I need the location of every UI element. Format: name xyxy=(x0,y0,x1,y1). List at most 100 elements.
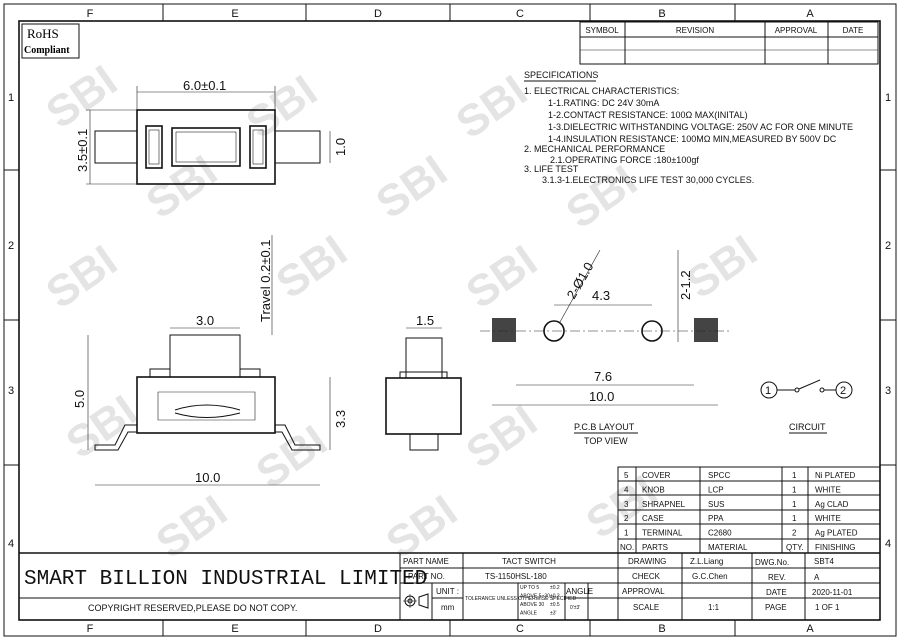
revision-header-symbol: SYMBOL xyxy=(585,26,619,35)
bom-qty: 1 xyxy=(792,471,797,480)
row-marker: 3 xyxy=(8,385,14,397)
watermark: SBI xyxy=(138,146,226,228)
column-marker: D xyxy=(374,8,382,20)
tolerance-value: ±0.3 xyxy=(550,594,560,600)
watermark: SBI xyxy=(448,66,536,148)
front-view-drawing: 3.0 Travel 0.2±0.1 5.0 3.3 10.0 xyxy=(72,235,348,486)
row-marker: 2 xyxy=(885,240,891,252)
dim-pad-width: 2-1.2 xyxy=(678,270,693,300)
spec-line: 1-2.CONTACT RESISTANCE: 100Ω MAX(INITAL) xyxy=(548,110,748,120)
pin-1-label: 1 xyxy=(765,385,771,397)
revision-table: SYMBOL REVISION APPROVAL DATE xyxy=(579,21,879,65)
watermark: SBI xyxy=(148,486,236,568)
bom-header-finishing: FINISHING xyxy=(815,543,855,552)
bom-finishing: WHITE xyxy=(815,485,841,494)
dim-body-height: 3.3 xyxy=(333,410,348,428)
column-markers-top: F E D C B A xyxy=(87,8,815,20)
part-no-label: PART NO. xyxy=(408,572,445,581)
page-value: 1 OF 1 xyxy=(815,603,840,612)
watermark: SBI xyxy=(458,396,546,478)
bom-part: SHRAPNEL xyxy=(642,500,686,509)
tolerance-value: ±0.2 xyxy=(550,585,560,591)
bom-material: SUS xyxy=(708,500,724,509)
tolerance-value: ±3' xyxy=(550,611,557,617)
specifications: SPECIFICATIONS 1. ELECTRICAL CHARACTERIS… xyxy=(524,70,853,185)
spec-line: 1-4.INSULATION RESISTANCE: 100MΩ MIN,MEA… xyxy=(548,134,837,144)
scale-value: 1:1 xyxy=(708,603,720,612)
column-marker: B xyxy=(658,8,665,20)
bom-no: 3 xyxy=(624,500,629,509)
dim-travel: Travel 0.2±0.1 xyxy=(258,239,273,322)
row-marker: 3 xyxy=(885,385,891,397)
bom-part: COVER xyxy=(642,471,671,480)
bom-material: SPCC xyxy=(708,471,730,480)
dim-total-height: 5.0 xyxy=(72,390,87,408)
side-view-drawing: 1.5 xyxy=(385,313,462,451)
dim-pad-outer: 10.0 xyxy=(589,389,614,404)
part-name-value: TACT SWITCH xyxy=(502,557,556,566)
row-marker: 1 xyxy=(885,92,891,104)
column-marker: C xyxy=(516,623,524,635)
circuit-label: CIRCUIT xyxy=(789,422,826,432)
tolerance-range: ANGLE xyxy=(520,611,538,617)
dim-side-knob: 1.5 xyxy=(416,313,434,328)
drawing-label: DRAWING xyxy=(628,557,666,566)
sheet-border: F E D C B A F E D C B A 1 2 3 4 1 2 3 4 xyxy=(3,3,897,637)
column-markers-bottom: F E D C B A xyxy=(87,623,815,635)
rohs-title: RoHS xyxy=(27,26,59,41)
revision-header-revision: REVISION xyxy=(676,26,714,35)
bom-material: LCP xyxy=(708,485,724,494)
rohs-badge: RoHS Compliant xyxy=(21,23,80,59)
column-marker: C xyxy=(516,8,524,20)
bom-qty: 1 xyxy=(792,514,797,523)
bom-no: 1 xyxy=(624,529,629,538)
tolerance-label: TOLERANCE UNLESS OTHERWISE SPECIFIED xyxy=(465,596,577,602)
revision-header-approval: APPROVAL xyxy=(775,26,818,35)
column-marker: D xyxy=(374,623,382,635)
dwg-no-label: DWG.No. xyxy=(755,558,789,567)
bom-finishing: Ag CLAD xyxy=(815,500,849,509)
watermark: SBI xyxy=(58,386,146,468)
part-no-value: TS-1150HSL-180 xyxy=(485,572,547,581)
bom-finishing: Ni PLATED xyxy=(815,471,856,480)
copyright-notice: COPYRIGHT RESERVED,PLEASE DO NOT COPY. xyxy=(88,603,297,613)
bom-qty: 1 xyxy=(792,500,797,509)
bom-qty: 1 xyxy=(792,485,797,494)
spec-line: 1. ELECTRICAL CHARACTERISTICS: xyxy=(524,86,679,96)
watermark: SBI xyxy=(248,416,336,498)
spec-line: 1-3.DIELECTRIC WITHSTANDING VOLTAGE: 250… xyxy=(548,122,853,132)
approval-label: APPROVAL xyxy=(622,587,665,596)
spec-line: 2.1.OPERATING FORCE :180±100gf xyxy=(550,155,699,165)
page-label: PAGE xyxy=(765,603,787,612)
bom-header-material: MATERIAL xyxy=(708,543,748,552)
bom-no: 4 xyxy=(624,485,629,494)
column-marker: A xyxy=(806,8,814,20)
check-value: G.C.Chen xyxy=(692,572,728,581)
dim-hole-pitch: 4.3 xyxy=(592,288,610,303)
row-marker: 4 xyxy=(885,538,891,550)
bom-part: TERMINAL xyxy=(642,529,683,538)
part-name-label: PART NAME xyxy=(403,557,449,566)
title-block: SMART BILLION INDUSTRIAL LIMITED COPYRIG… xyxy=(19,552,880,620)
tolerance-range: ABOVE 5~30 xyxy=(520,594,550,600)
bom-qty: 2 xyxy=(792,529,797,538)
angle-label: ANGLE xyxy=(566,587,593,596)
dwg-no-value: SBT4 xyxy=(814,557,835,566)
dim-total-length: 10.0 xyxy=(195,470,220,485)
watermark: SBI xyxy=(38,56,126,138)
rev-value: A xyxy=(814,573,820,582)
bom-material: C2680 xyxy=(708,529,732,538)
angle-value: 0'±3' xyxy=(570,605,580,611)
tolerance-range: UP TO 5 xyxy=(520,585,539,591)
bom-no: 5 xyxy=(624,471,629,480)
row-marker: 1 xyxy=(8,92,14,104)
revision-header-date: DATE xyxy=(843,26,864,35)
pcb-layout-drawing: 4.3 2-Ø1.0 2-1.2 7.6 10.0 P.C.B LAYOUT T… xyxy=(480,249,730,446)
spec-line: 3. LIFE TEST xyxy=(524,164,579,174)
dim-lead-width: 1.0 xyxy=(333,138,348,156)
column-marker: A xyxy=(806,623,814,635)
rev-label: REV. xyxy=(768,573,786,582)
column-marker: F xyxy=(87,623,94,635)
